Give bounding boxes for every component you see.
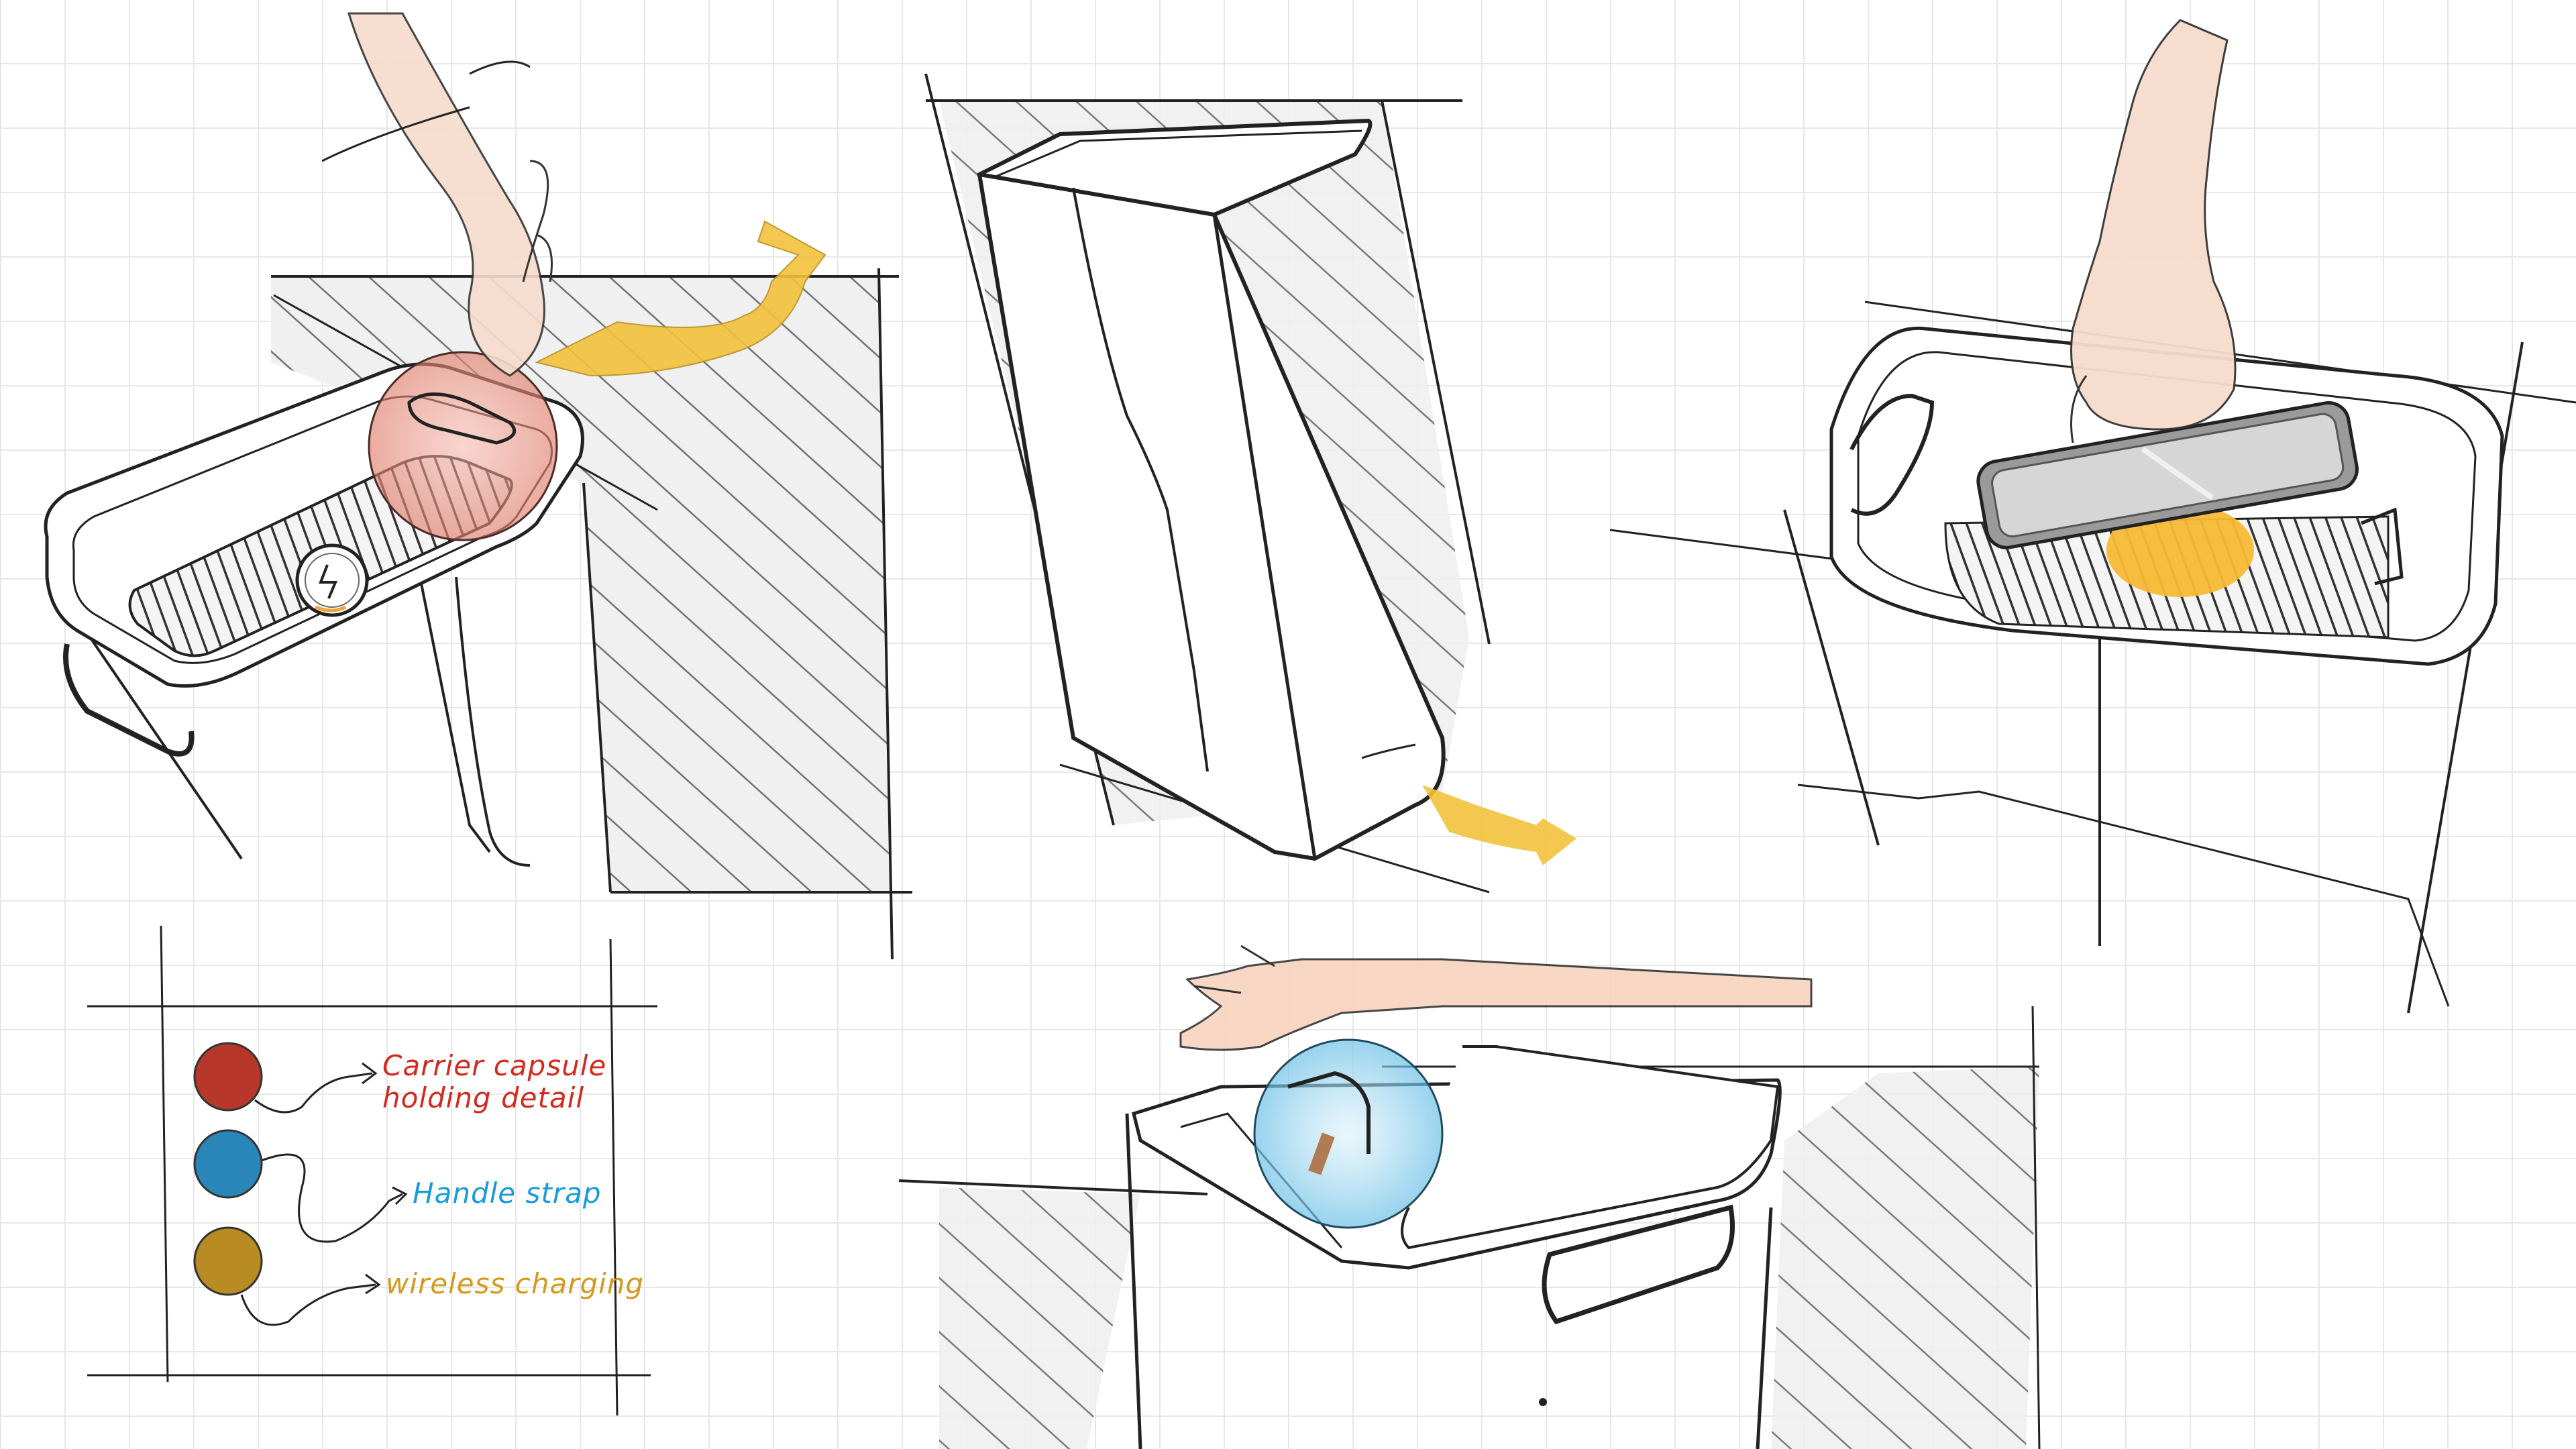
legend-dot-wireless-charging bbox=[193, 1226, 263, 1296]
legend-label-capsule-line2: holding detail bbox=[382, 1081, 584, 1114]
sketch-phone-charging bbox=[1609, 19, 2576, 1014]
sketch-lid-handle bbox=[898, 945, 2041, 1449]
legend-dot-capsule bbox=[193, 1042, 263, 1112]
legend-dot-handle-strap bbox=[193, 1129, 263, 1199]
wireless-charging-icon bbox=[319, 564, 337, 599]
arrow-up-icon bbox=[535, 220, 826, 377]
sketch-tall-bin bbox=[924, 73, 1576, 894]
legend-label-handle-strap: Handle strap bbox=[413, 1177, 602, 1210]
sketch-tray-tilted bbox=[44, 12, 912, 960]
legend-label-wireless-charging: wireless charging bbox=[386, 1267, 645, 1300]
arrow-right-icon bbox=[1422, 785, 1576, 865]
legend-frame bbox=[87, 925, 657, 1416]
legend-label-capsule-line1: Carrier capsule bbox=[382, 1049, 607, 1082]
